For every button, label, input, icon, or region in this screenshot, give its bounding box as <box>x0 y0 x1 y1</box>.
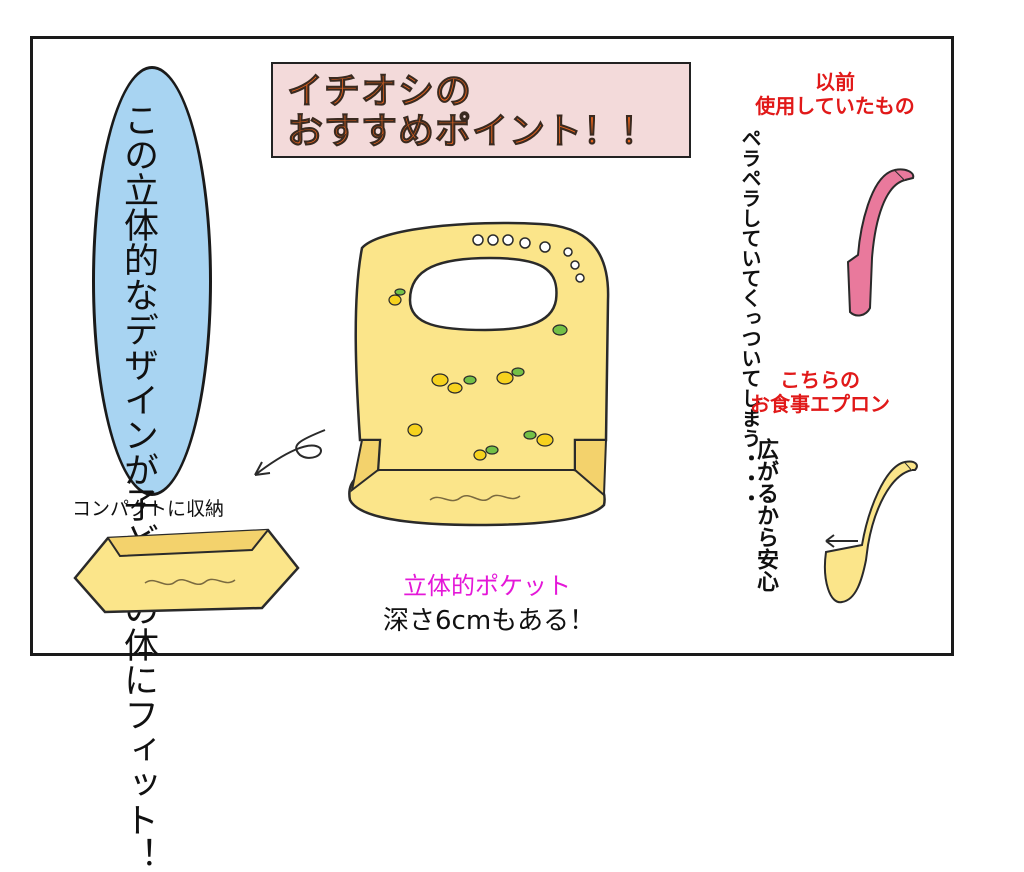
compact-label: コンパクトに収納 <box>72 498 225 520</box>
current-note: 広がるから安心 <box>753 438 778 592</box>
previous-label: 以前 <box>770 70 900 94</box>
bib-illustration <box>348 221 610 527</box>
previous-label-line-1: 以前 <box>815 70 855 94</box>
old-bib-illustration <box>846 168 915 317</box>
curl-arrow <box>254 429 326 476</box>
previous-label-line-2: 使用していたもの <box>755 94 915 118</box>
title-box: イチオシの おすすめポイント！！ <box>271 62 691 158</box>
pocket-label: 立体的ポケット <box>403 572 571 600</box>
illustration <box>73 168 918 614</box>
new-bib-side-illustration <box>824 460 918 604</box>
previous-note: ペラペラしていてくっついてしまう・・・ <box>738 128 762 508</box>
current-label-line-1: こちらの <box>780 368 860 392</box>
previous-label-2: 使用していたもの <box>730 94 940 118</box>
current-label: こちらの <box>740 368 900 392</box>
title-line-1: イチオシの <box>286 71 473 112</box>
compact-bib-illustration <box>73 528 300 614</box>
title-line-2: おすすめポイント！！ <box>286 111 658 152</box>
pocket-depth: 深さ6cmもある！ <box>383 606 596 636</box>
current-label-2: お食事エプロン <box>720 392 920 416</box>
speech-bubble <box>92 66 212 496</box>
current-label-line-2: お食事エプロン <box>750 392 890 416</box>
